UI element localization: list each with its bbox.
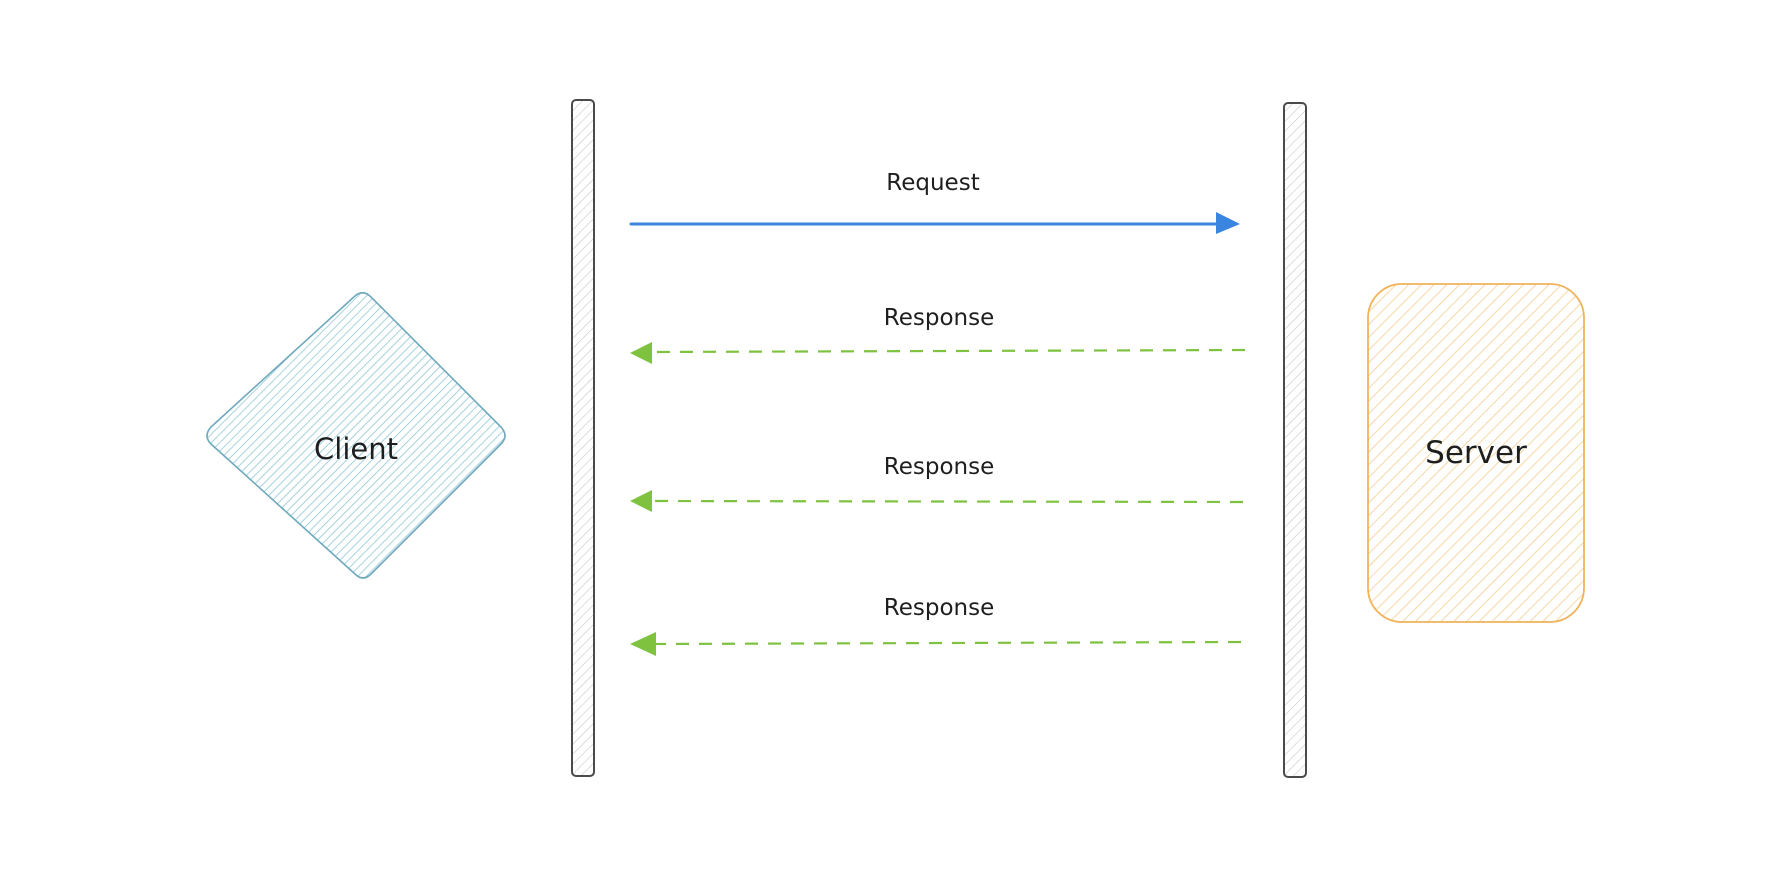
client-lifeline [571, 99, 595, 777]
client-diamond-shape [206, 291, 506, 579]
response-message-1: Response [630, 305, 1246, 364]
request-message: Request [629, 170, 1240, 234]
response-arrowhead-1 [630, 342, 652, 364]
response-arrow-line-3 [651, 640, 1242, 646]
server-box-shape [1367, 283, 1585, 623]
response-arrow-line-2 [647, 499, 1244, 504]
request-label: Request [886, 170, 979, 196]
response-message-3: Response [630, 595, 1242, 656]
server-node: Server [1367, 283, 1585, 623]
client-label: Client [314, 432, 398, 466]
client-node: Client [206, 291, 506, 579]
response-label-1: Response [884, 305, 994, 331]
response-arrowhead-3 [630, 632, 656, 656]
response-message-2: Response [630, 454, 1244, 512]
response-label-2: Response [884, 454, 994, 480]
response-arrowhead-2 [630, 490, 652, 512]
server-lifeline [1283, 102, 1307, 778]
response-label-3: Response [884, 595, 994, 621]
server-label: Server [1425, 435, 1527, 471]
response-arrow-line-1 [647, 348, 1246, 354]
request-arrowhead [1216, 212, 1240, 234]
